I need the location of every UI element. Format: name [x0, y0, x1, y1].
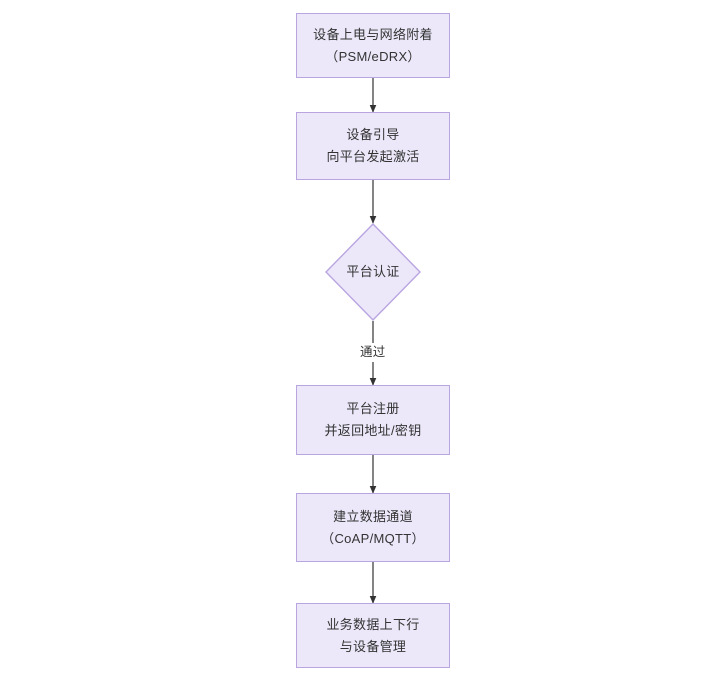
- node-text-line: 向平台发起激活: [326, 149, 420, 164]
- node-text-line: 建立数据通道: [333, 508, 413, 524]
- process-node-n4: 平台注册并返回地址/密钥: [296, 385, 450, 455]
- node-text-line: 设备上电与网络附着: [313, 26, 433, 42]
- node-text-line: 设备引导: [346, 127, 400, 142]
- node-text-line: 平台注册: [346, 401, 400, 416]
- process-node-n6: 业务数据上下行与设备管理: [296, 603, 450, 668]
- decision-node-label: 平台认证: [325, 223, 421, 321]
- diamond-shape: [325, 223, 421, 321]
- node-text-line: 平台认证: [346, 264, 400, 279]
- node-text-line: 并返回地址/密钥: [324, 423, 422, 438]
- process-node-n5: 建立数据通道 （CoAP/MQTT）: [296, 493, 450, 562]
- node-text-line: 业务数据上下行: [326, 616, 420, 632]
- process-node-n2: 设备引导向平台发起激活: [296, 112, 450, 180]
- node-text-line: 与设备管理: [339, 638, 407, 654]
- decision-node-n3: 平台认证: [325, 223, 421, 321]
- node-text-line: （CoAP/MQTT）: [321, 530, 425, 546]
- node-text-line: （PSM/eDRX）: [325, 48, 421, 64]
- process-node-n1: 设备上电与网络附着 （PSM/eDRX）: [296, 13, 450, 78]
- edge-label-e3: 通过: [357, 342, 389, 362]
